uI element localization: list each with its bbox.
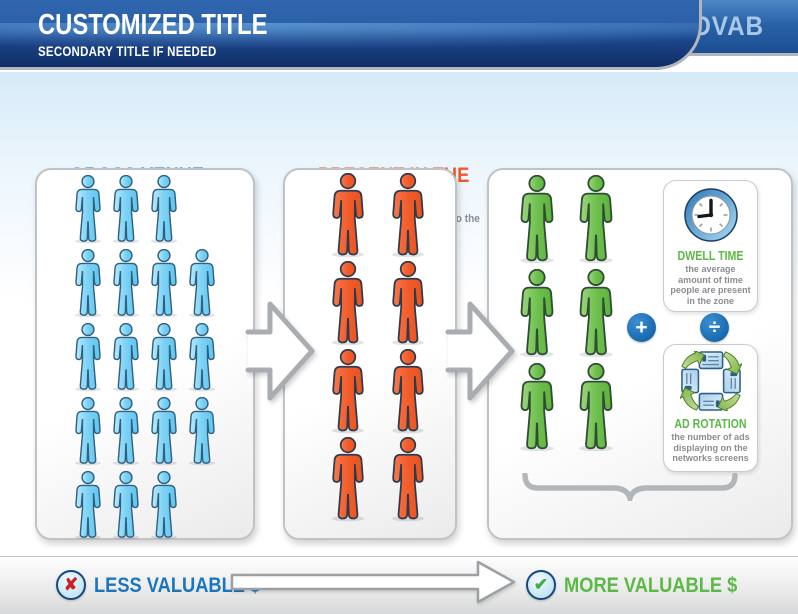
person-icon bbox=[574, 269, 618, 358]
person-icon bbox=[71, 175, 105, 244]
flow-arrow-icon bbox=[245, 301, 315, 401]
person-icon bbox=[71, 471, 105, 540]
clock-icon bbox=[683, 188, 738, 242]
gross-venue-traffic-panel bbox=[35, 168, 255, 540]
person-icon bbox=[387, 437, 429, 522]
person-icon bbox=[185, 249, 219, 318]
person-icon bbox=[147, 323, 181, 392]
person-icon bbox=[185, 397, 219, 466]
dwell-time-box: DWELL TIME the average amount of time pe… bbox=[663, 180, 758, 312]
people-row bbox=[327, 173, 429, 258]
metric-title: AD ROTATION bbox=[674, 417, 747, 431]
person-icon bbox=[387, 349, 429, 434]
metric-description: the number of ads displaying on the netw… bbox=[671, 432, 750, 464]
person-icon bbox=[185, 323, 219, 392]
divide-icon: ÷ bbox=[700, 313, 729, 342]
people-row bbox=[327, 437, 429, 522]
people-grid-orange bbox=[327, 173, 429, 525]
metric-title: DWELL TIME bbox=[677, 249, 744, 263]
people-row bbox=[515, 363, 618, 452]
person-icon bbox=[327, 261, 369, 346]
value-arrow-icon bbox=[230, 560, 516, 604]
people-row bbox=[71, 175, 219, 244]
people-row bbox=[71, 397, 219, 466]
plus-icon: + bbox=[627, 313, 656, 342]
person-icon bbox=[387, 173, 429, 258]
page-subtitle: SECONDARY TITLE IF NEEDED bbox=[38, 44, 217, 59]
person-icon bbox=[327, 173, 369, 258]
ovab-logo: OVAB bbox=[691, 11, 764, 41]
people-row bbox=[515, 269, 618, 358]
people-grid-green bbox=[515, 175, 618, 457]
person-icon bbox=[515, 269, 559, 358]
footer-bar: ✘ LESS VALUABLE $ ✔ MORE VALUABLE $ bbox=[0, 556, 798, 614]
person-icon bbox=[109, 323, 143, 392]
person-icon bbox=[147, 397, 181, 466]
person-icon bbox=[327, 349, 369, 434]
people-row bbox=[71, 323, 219, 392]
ad-rotation-box: AD ROTATION the number of ads displaying… bbox=[663, 344, 758, 472]
brace-icon bbox=[522, 473, 738, 501]
page-title: CUSTOMIZED TITLE bbox=[38, 9, 268, 41]
person-icon bbox=[71, 397, 105, 466]
person-icon bbox=[147, 471, 181, 540]
person-icon bbox=[109, 471, 143, 540]
people-row bbox=[71, 249, 219, 318]
person-icon bbox=[109, 175, 143, 244]
person-icon bbox=[71, 323, 105, 392]
x-circle-icon: ✘ bbox=[56, 570, 86, 600]
header-bar: CUSTOMIZED TITLE SECONDARY TITLE IF NEED… bbox=[0, 0, 702, 70]
people-row bbox=[71, 471, 219, 540]
person-icon bbox=[109, 249, 143, 318]
person-icon bbox=[387, 261, 429, 346]
metric-description: the average amount of time people are pr… bbox=[670, 264, 751, 307]
person-icon bbox=[71, 249, 105, 318]
person-icon bbox=[515, 363, 559, 452]
person-icon bbox=[327, 437, 369, 522]
person-icon bbox=[147, 249, 181, 318]
person-icon bbox=[147, 175, 181, 244]
person-icon bbox=[574, 175, 618, 264]
ad-rotation-icon bbox=[678, 348, 743, 414]
people-row bbox=[327, 349, 429, 434]
person-icon bbox=[109, 397, 143, 466]
flow-arrow-icon bbox=[445, 301, 515, 401]
people-grid-blue bbox=[71, 175, 219, 545]
people-row bbox=[327, 261, 429, 346]
check-circle-icon: ✔ bbox=[526, 570, 556, 600]
person-icon bbox=[515, 175, 559, 264]
people-row bbox=[515, 175, 618, 264]
more-valuable-label: MORE VALUABLE $ bbox=[564, 573, 738, 597]
person-icon bbox=[574, 363, 618, 452]
